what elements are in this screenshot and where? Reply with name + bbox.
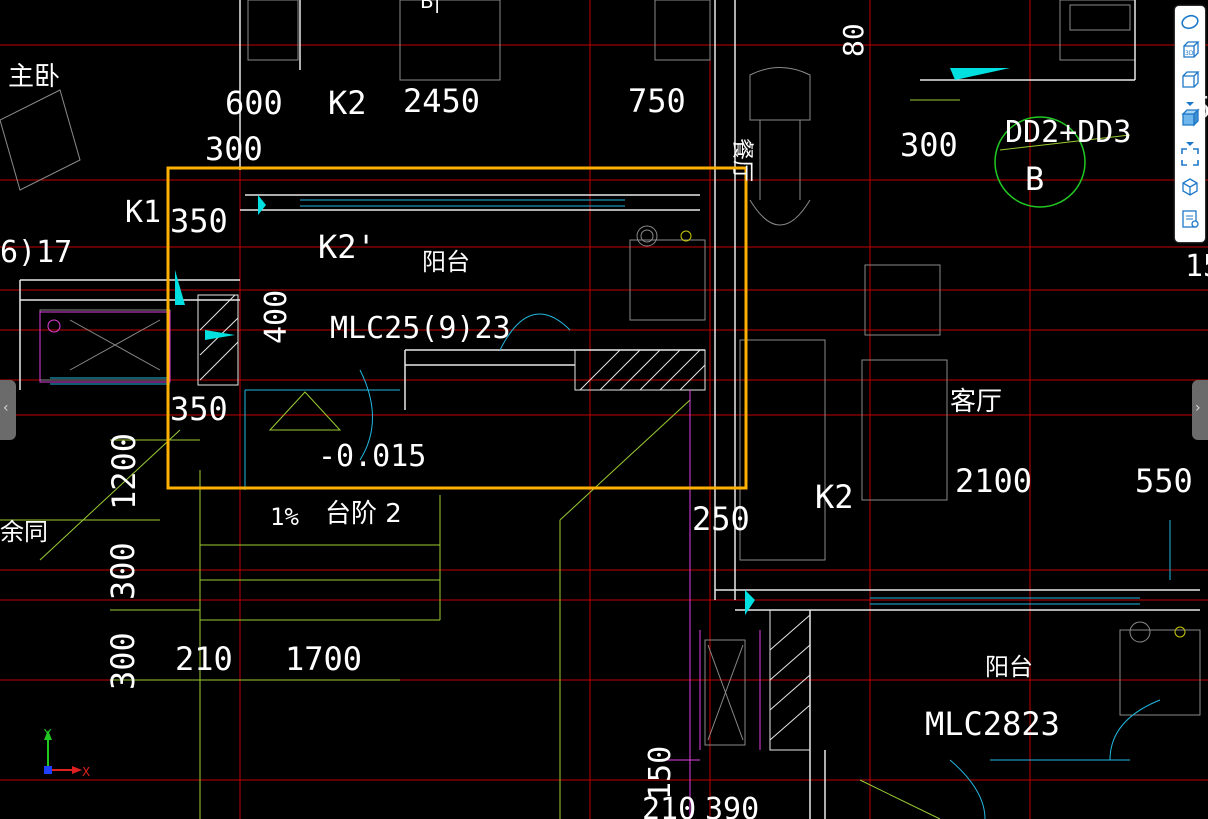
dim-300-right: 300: [900, 126, 958, 164]
column-tag-circle: [994, 116, 1086, 208]
dim-1200: 1200: [105, 433, 143, 510]
dim-210-left: 210: [175, 640, 233, 678]
dim-390: 390: [705, 792, 759, 819]
dim-80: 80: [837, 23, 870, 57]
dim-300-left-a: 300: [104, 542, 142, 600]
3d-view-icon[interactable]: 3D: [1179, 39, 1201, 61]
fullscreen-icon[interactable]: [1179, 146, 1201, 168]
dim-150: 150: [643, 746, 678, 800]
dim-350-bottom: 350: [170, 390, 228, 428]
dim-2100: 2100: [955, 462, 1032, 500]
solid-cube-icon[interactable]: [1179, 106, 1201, 128]
ellipse-view-icon[interactable]: [1179, 11, 1201, 33]
dim-300-top: 300: [205, 130, 263, 168]
dimension-lines: [0, 99, 1131, 819]
magenta-accents: [39, 311, 761, 819]
properties-icon[interactable]: [1179, 208, 1201, 230]
label-window-mlc25: MLC25(9)23: [330, 311, 511, 346]
wire-cube-icon[interactable]: [1179, 176, 1201, 198]
label-partial-right-mid: 15: [1185, 249, 1208, 284]
label-dining-room: 餐厅: [729, 138, 754, 182]
dim-400: 400: [259, 290, 294, 344]
label-side: 余同: [0, 518, 48, 546]
dim-1700: 1700: [285, 640, 362, 678]
section-markers: [175, 68, 1010, 615]
windows-doors: [50, 199, 1171, 819]
label-living-room: 客厅: [950, 387, 1002, 417]
chevron-left-icon: ‹: [3, 400, 9, 416]
label-k2-top: K2: [328, 84, 367, 122]
cube-view-icon[interactable]: [1179, 68, 1201, 90]
label-master-bedroom: 主卧: [8, 62, 60, 92]
label-k2-right: K2: [815, 478, 854, 516]
label-balcony-1: 阳台: [422, 248, 470, 276]
selection-highlight: [166, 166, 748, 490]
label-slope: 1%: [270, 503, 299, 531]
axis-x-label: X: [82, 765, 90, 779]
label-elevation: -0.015: [318, 439, 426, 474]
view-toolbar: 3D: [1175, 6, 1205, 242]
dim-250: 250: [692, 500, 750, 538]
label-partial-top: B|: [420, 0, 440, 13]
left-panel-toggle[interactable]: ‹: [0, 380, 16, 440]
label-k2-prime: K2': [318, 228, 376, 266]
dim-350-top: 350: [170, 202, 228, 240]
chevron-down-icon[interactable]: [1185, 134, 1195, 146]
label-dd-letter: B: [1025, 160, 1044, 198]
dim-2450: 2450: [403, 82, 480, 120]
label-k1: K1: [125, 195, 161, 230]
right-panel-toggle[interactable]: ›: [1192, 380, 1208, 440]
axis-y-label: Y: [43, 727, 52, 741]
chevron-right-icon: ›: [1195, 400, 1201, 416]
label-steps: 台阶 2: [325, 499, 402, 529]
ucs-axis-icon: [44, 730, 82, 774]
chevron-down-icon[interactable]: [1185, 94, 1195, 106]
label-balcony-2: 阳台: [985, 653, 1033, 681]
dim-300-left-b: 300: [104, 632, 142, 690]
dim-550: 550: [1135, 462, 1193, 500]
dim-210-bottom: 210: [642, 792, 696, 819]
walls: [19, 0, 1200, 819]
dim-600: 600: [225, 84, 283, 122]
label-window-mlc28: MLC2823: [925, 705, 1060, 743]
label-dd: DD2+DD3: [1005, 115, 1131, 150]
svg-text:3D: 3D: [1185, 50, 1194, 57]
label-partial-left: 6)17: [0, 235, 72, 270]
dim-750: 750: [628, 82, 686, 120]
